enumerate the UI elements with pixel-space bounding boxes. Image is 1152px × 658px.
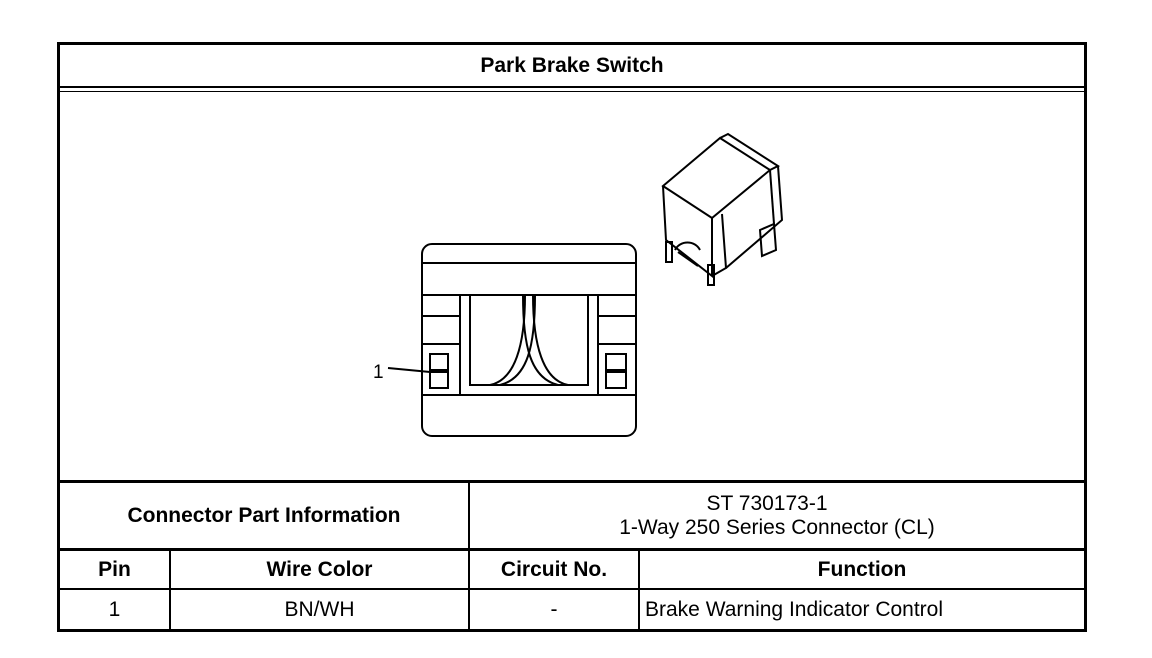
cell-circuit-no: - xyxy=(470,590,640,629)
connector-diagram: 1 xyxy=(60,90,1084,480)
connector-drawing: 1 xyxy=(373,132,784,437)
header-pin: Pin xyxy=(60,551,171,588)
cell-pin: 1 xyxy=(60,590,171,629)
table-header-row: Pin Wire Color Circuit No. Function xyxy=(60,551,1084,590)
connector-info-row: Connector Part Information ST 730173-1 1… xyxy=(60,480,1084,551)
cell-wire-color: BN/WH xyxy=(171,590,470,629)
connector-face xyxy=(421,243,637,437)
connector-description: 1-Way 250 Series Connector (CL) xyxy=(619,515,935,539)
page-title: Park Brake Switch xyxy=(60,45,1084,92)
connector-info-value: ST 730173-1 1-Way 250 Series Connector (… xyxy=(470,483,1084,548)
cell-function: Brake Warning Indicator Control xyxy=(645,597,944,621)
pin-1-callout: 1 xyxy=(373,362,384,383)
header-wire-color: Wire Color xyxy=(171,551,470,588)
connector-info-label: Connector Part Information xyxy=(60,483,470,548)
header-circuit-no: Circuit No. xyxy=(470,551,640,588)
connector-isometric-view xyxy=(661,132,784,286)
pinout-table: Pin Wire Color Circuit No. Function 1 BN… xyxy=(60,551,1084,629)
table-row: 1 BN/WH - Brake Warning Indicator Contro… xyxy=(60,590,1084,629)
pin-1-leader xyxy=(387,367,431,373)
connector-part-number: ST 730173-1 xyxy=(706,491,828,515)
header-function: Function xyxy=(817,557,907,581)
connector-frame: Park Brake Switch xyxy=(57,42,1087,632)
